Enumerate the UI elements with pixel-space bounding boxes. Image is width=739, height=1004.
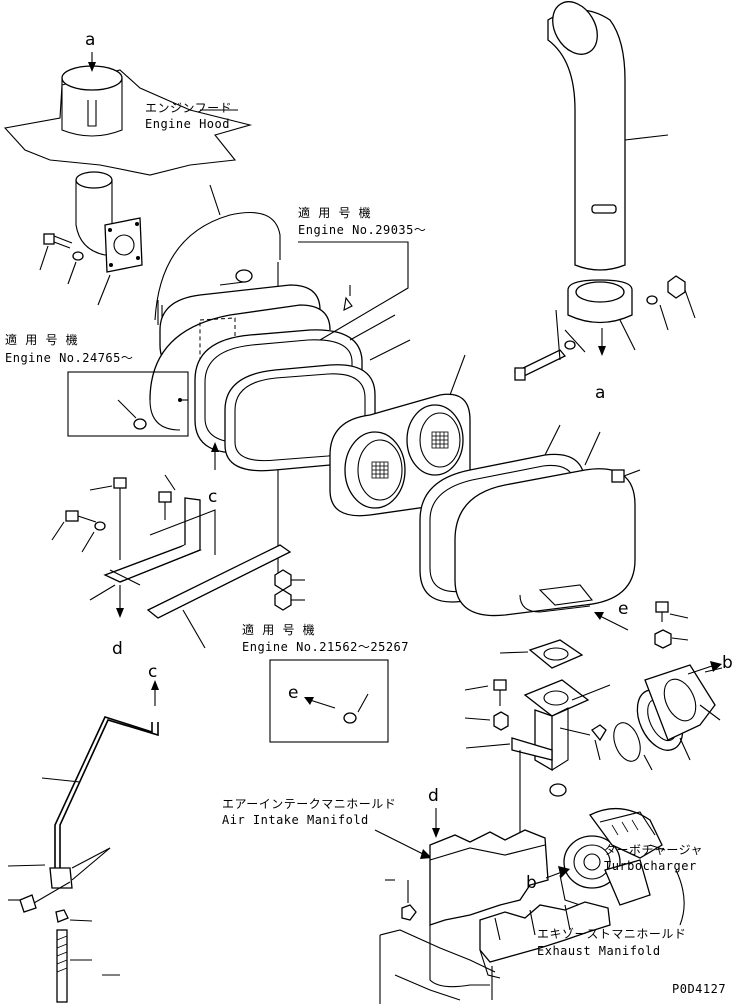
air-cleaner-housing-right bbox=[454, 431, 641, 617]
engine-no-24765: Engine No.24765～ bbox=[5, 351, 133, 365]
engine-hood-label-jp: エンジンフード bbox=[145, 101, 232, 115]
air-intake-label-jp: エアーインテークマニホールド bbox=[222, 797, 396, 811]
bolt-and-washer-left bbox=[39, 233, 111, 306]
ref-d-lower: d bbox=[428, 786, 439, 806]
air-intake-manifold bbox=[379, 829, 549, 1004]
engine-no-21562: Engine No.21562～25267 bbox=[242, 640, 409, 654]
air-intake-label-en: Air Intake Manifold bbox=[222, 813, 369, 827]
turbocharger-label-jp: ターボチャージャ bbox=[604, 843, 703, 857]
exhaust-stack bbox=[513, 1, 696, 381]
ref-c-lower: c bbox=[148, 662, 157, 682]
applicable-label-3: 適 用 号 機 bbox=[242, 622, 315, 637]
ref-a-top: a bbox=[85, 30, 95, 50]
ref-d-upper: d bbox=[112, 639, 123, 659]
exhaust-manifold bbox=[479, 901, 611, 979]
drawing-number: P0D4127 bbox=[672, 982, 726, 996]
engine-hood-label-en: Engine Hood bbox=[145, 117, 230, 131]
engine-hood-illustration bbox=[3, 52, 253, 176]
support-rod bbox=[7, 716, 159, 1003]
callout-box-21562 bbox=[269, 659, 389, 743]
exhaust-manifold-label-jp: エキゾーストマニホールド bbox=[537, 927, 686, 941]
turbocharger bbox=[559, 807, 666, 906]
callout-box-24765 bbox=[67, 371, 189, 437]
applicable-label-2: 適 用 号 機 bbox=[5, 332, 78, 347]
applicable-label-1: 適 用 号 機 bbox=[298, 205, 371, 220]
ref-e-box: e bbox=[288, 683, 298, 703]
ref-e-right: e bbox=[618, 599, 628, 619]
engine-no-29035: Engine No.29035～ bbox=[298, 223, 426, 237]
turbo-flange-parts bbox=[613, 664, 723, 771]
adapter-assembly bbox=[464, 639, 611, 880]
ref-c-upper: c bbox=[208, 487, 217, 507]
ref-b-right: b bbox=[722, 653, 733, 673]
intake-elbow-pipe bbox=[75, 171, 143, 273]
turbocharger-label-en: Turbocharger bbox=[604, 859, 697, 873]
ref-a-bottom: a bbox=[595, 383, 605, 403]
plug-detail-24765 bbox=[117, 398, 188, 430]
ref-b-bottom: b bbox=[526, 873, 537, 893]
gasket-left bbox=[194, 314, 411, 472]
exhaust-manifold-label-en: Exhaust Manifold bbox=[537, 944, 661, 958]
bracket-assembly bbox=[51, 474, 305, 649]
